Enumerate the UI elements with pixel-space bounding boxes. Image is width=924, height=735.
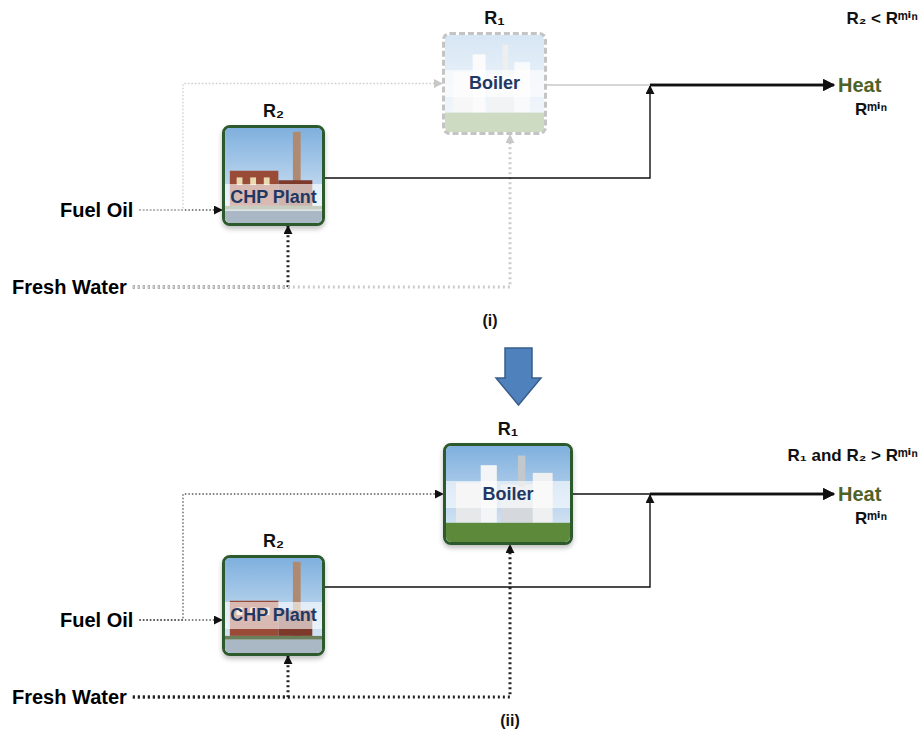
flow-line <box>133 226 288 287</box>
name-band: Boiler <box>445 70 544 97</box>
flow-terminal: Fuel Oil <box>60 609 133 632</box>
annotation: R₁ and R₂ > Rᵐⁱⁿ <box>787 446 918 465</box>
plant-box: R₁Boiler <box>443 443 573 545</box>
flow-connector <box>133 656 288 697</box>
plant-box: R₂CHP Plant <box>222 125 325 226</box>
plant-box: R₁Boiler <box>442 32 547 135</box>
unit-name: Boiler <box>469 73 520 93</box>
flow-line <box>573 493 650 494</box>
rating-heading: R₂ <box>263 531 284 551</box>
photo-part <box>225 128 322 223</box>
rating-heading-wrap: R₂ <box>205 101 342 122</box>
photo-part <box>225 210 322 223</box>
flow-terminal: Fuel Oil <box>60 199 133 222</box>
photo-part <box>446 523 570 542</box>
rating-heading: R₁ <box>484 8 504 28</box>
flow-line <box>547 84 650 85</box>
label-wrap: R₂ < Rᵐⁱⁿ <box>846 8 918 29</box>
unit-name: CHP Plant <box>230 187 317 207</box>
stream-name: Fuel Oil <box>60 199 133 221</box>
label-wrap: Rᵐⁱⁿ <box>855 99 887 120</box>
label-wrap: Rᵐⁱⁿ <box>855 508 887 529</box>
stream-name: Heat <box>838 483 881 505</box>
name-band: CHP Plant <box>225 602 322 629</box>
rating-heading-wrap: R₁ <box>426 419 590 440</box>
annotation: Rᵐⁱⁿ <box>855 509 887 528</box>
transition-arrow <box>496 348 541 405</box>
flow-connector <box>325 85 834 178</box>
stream-name: Heat <box>838 74 881 96</box>
heat-trunk-line <box>650 84 834 87</box>
photo-part <box>225 640 322 653</box>
heat-trunk-line <box>650 493 834 496</box>
annotation: Rᵐⁱⁿ <box>855 100 887 119</box>
unit-name: CHP Plant <box>230 605 317 625</box>
rating-heading-wrap: R₁ <box>425 8 564 29</box>
photo-part <box>446 446 570 542</box>
flow-connector <box>133 545 510 697</box>
name-band: CHP Plant <box>225 184 322 211</box>
photo-part <box>445 113 544 132</box>
photo-part <box>445 35 544 132</box>
flow-line <box>133 545 510 697</box>
label-wrap: R₁ and R₂ > Rᵐⁱⁿ <box>787 445 918 466</box>
flow-terminal: Fresh Water <box>12 276 127 299</box>
label-wrap: (i) <box>482 312 497 330</box>
flow-connector <box>133 226 288 287</box>
annotation: (i) <box>482 312 497 329</box>
annotation: R₂ < Rᵐⁱⁿ <box>846 9 918 28</box>
rating-heading-wrap: R₂ <box>205 531 342 552</box>
heat-trunk-line <box>650 493 834 496</box>
flow-line <box>139 209 222 210</box>
rating-heading: R₂ <box>263 101 284 121</box>
stream-name: Fuel Oil <box>60 609 133 631</box>
flow-line <box>133 656 288 697</box>
stream-name: Fresh Water <box>12 686 127 708</box>
photo-part <box>225 558 322 653</box>
flow-line <box>139 619 222 620</box>
photo-part <box>225 636 322 640</box>
label-wrap: (ii) <box>500 712 520 730</box>
flow-connector <box>139 620 222 621</box>
flow-connector <box>547 85 834 86</box>
annotation: (ii) <box>500 712 520 729</box>
flow-terminal: Heat <box>838 483 881 506</box>
heat-trunk-line <box>650 84 834 87</box>
flow-connector <box>573 494 834 495</box>
flow-terminal: Heat <box>838 74 881 97</box>
stream-name: Fresh Water <box>12 276 127 298</box>
flow-connector <box>139 210 222 211</box>
plant-box: R₂CHP Plant <box>222 555 325 656</box>
unit-name: Boiler <box>482 484 533 504</box>
flow-terminal: Fresh Water <box>12 686 127 709</box>
rating-heading: R₁ <box>498 419 518 439</box>
name-band: Boiler <box>446 481 570 508</box>
flow-connector <box>325 494 834 587</box>
